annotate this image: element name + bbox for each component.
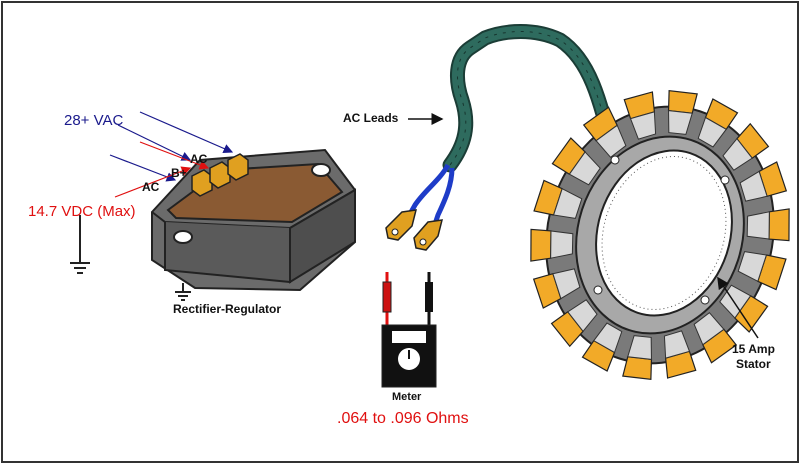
stator-coil	[739, 170, 768, 202]
stator-coil	[629, 111, 657, 140]
stator-coil	[693, 312, 725, 346]
terminal-ac-top-label: AC	[190, 152, 208, 166]
ground-symbol-icon	[175, 283, 191, 301]
stator-tooth	[622, 356, 653, 381]
ac-lead-wire	[385, 24, 716, 251]
stator	[530, 89, 790, 381]
stator-pointer	[717, 276, 759, 339]
stator-coil	[668, 110, 693, 135]
stator-coil	[552, 187, 583, 219]
vac-label: 28+ VAC	[64, 112, 124, 129]
meter-label: Meter	[392, 391, 422, 403]
stator-coil	[567, 299, 598, 333]
stator-coil	[593, 322, 623, 354]
stator-coil	[737, 251, 768, 283]
terminal-b-plus-label: B+	[171, 166, 187, 180]
stator-coil	[568, 151, 601, 186]
stator-tooth	[667, 89, 698, 114]
stator-coil	[722, 137, 753, 171]
stator-tooth	[768, 208, 790, 242]
stator-coil	[552, 268, 581, 300]
stator-coil	[697, 116, 727, 148]
ac-leads-label: AC Leads	[343, 111, 399, 125]
meter-gauge-icon	[398, 348, 420, 370]
stator-label-line2: Stator	[736, 357, 771, 371]
stator-coil	[550, 230, 574, 259]
stator-coil	[595, 124, 627, 158]
regulator-terminals	[191, 153, 249, 197]
stator-coil	[663, 330, 691, 359]
rectifier-regulator-label: Rectifier-Regulator	[173, 302, 282, 316]
stator-tooth	[530, 228, 552, 262]
stator-coil	[627, 335, 652, 360]
vdc-label: 14.7 VDC (Max)	[28, 203, 136, 220]
ohms-reading: .064 to .096 Ohms	[337, 410, 469, 427]
ground-symbol-icon	[70, 215, 90, 274]
terminal-ac-left-label: AC	[142, 180, 160, 194]
diagram-frame	[1, 1, 799, 463]
stator-coil	[746, 211, 770, 240]
rectifier-regulator	[151, 148, 356, 301]
stator-label-line1: 15 Amp	[732, 342, 775, 356]
voltage-pointers	[109, 111, 234, 198]
meter	[381, 272, 437, 388]
